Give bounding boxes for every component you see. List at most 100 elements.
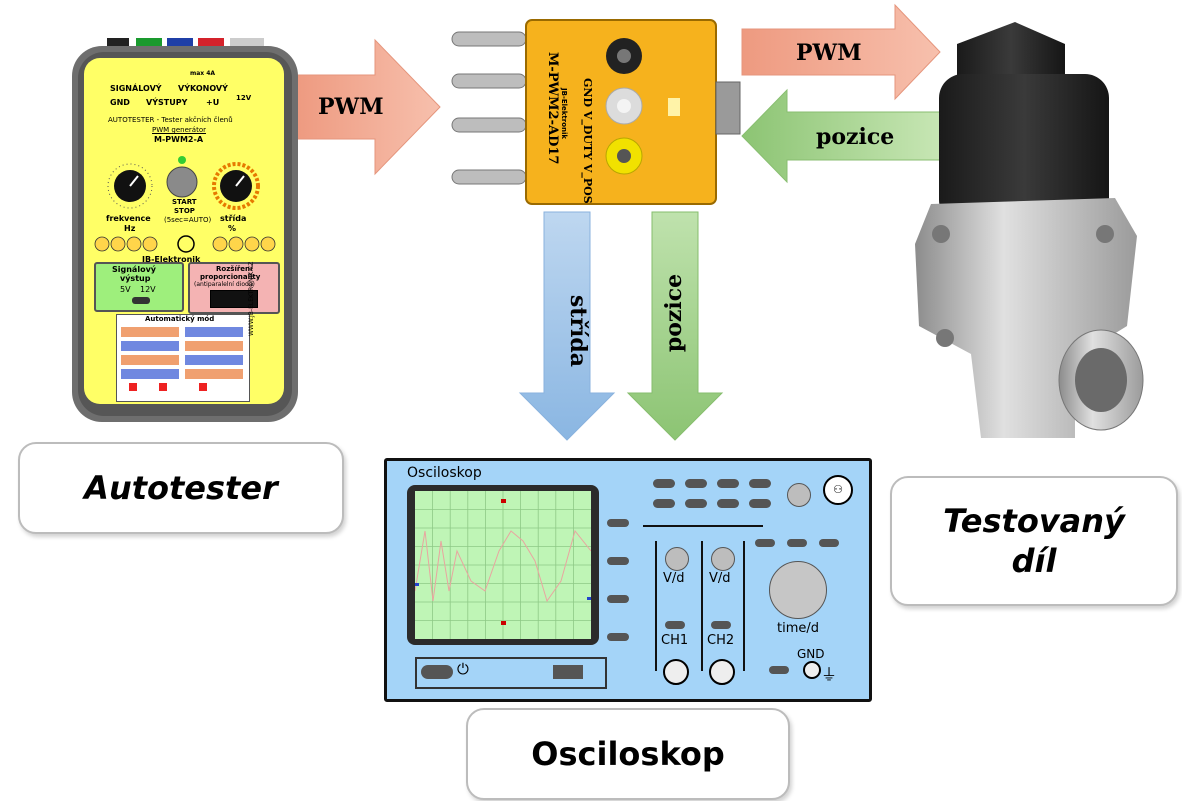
ch1-vd-knob[interactable] xyxy=(665,547,689,571)
tested-part-label-line2: díl xyxy=(1011,542,1057,580)
auto-mode-title: Automatický mód xyxy=(145,315,215,323)
sig-switch[interactable] xyxy=(132,297,150,304)
tester-title: AUTOTESTER - Tester akčních členů xyxy=(108,116,233,124)
strida-label: střída xyxy=(565,294,591,368)
scope-grid-btn[interactable] xyxy=(717,499,739,508)
tester-power-label: VÝKONOVÝ xyxy=(178,84,228,93)
ch2-label: CH2 xyxy=(707,633,735,648)
module-pins-label: GND V_DUTY V_POS xyxy=(581,78,594,204)
pozice-arrow-left xyxy=(741,88,941,184)
gnd-label: GND xyxy=(797,647,825,661)
tester-freq-label: frekvence xyxy=(106,214,151,223)
time-div-label: time/d xyxy=(777,621,820,636)
scope-side-button-4[interactable] xyxy=(607,633,629,641)
ch1-button[interactable] xyxy=(665,621,685,629)
tester-plusu-label: +U xyxy=(206,98,220,107)
ch2-button[interactable] xyxy=(711,621,731,629)
tester-start-label: START xyxy=(172,198,197,206)
strida-arrow-down xyxy=(518,211,616,441)
scope-divider xyxy=(643,525,763,527)
tester-outputs-label: VÝSTUPY xyxy=(146,98,188,107)
ch1-vd-label: V/d xyxy=(663,571,685,586)
scope-button-grid xyxy=(653,479,781,519)
power-icon: ⏻ xyxy=(457,660,469,678)
scope-gnd-button[interactable] xyxy=(769,666,789,674)
tester-web: WWW.JB-ELEKTRONIK.CZ xyxy=(248,261,255,336)
tester-signal-label: SIGNÁLOVÝ xyxy=(110,84,162,93)
power-button[interactable] xyxy=(421,665,453,679)
ch2-vd-knob[interactable] xyxy=(711,547,735,571)
scope-title: Osciloskop xyxy=(407,465,482,481)
scope-screen-frame xyxy=(407,485,599,645)
signal-output-box: Signálový výstup 5V 12V xyxy=(94,262,184,312)
scope-grid-btn[interactable] xyxy=(685,479,707,488)
tested-part-label-box: Testovaný díl xyxy=(890,476,1178,606)
scope-divider xyxy=(743,541,745,671)
oscilloscope-label: Osciloskop xyxy=(531,735,725,773)
pwm-label-left: PWM xyxy=(318,94,384,120)
scope-grid-btn[interactable] xyxy=(653,479,675,488)
scope-btn-r2[interactable] xyxy=(787,539,807,547)
ext-switch[interactable] xyxy=(210,290,258,308)
oscilloscope: Osciloskop ⏻ xyxy=(384,458,872,702)
autotester-label-box: Autotester xyxy=(18,442,344,534)
scope-bottom-panel: ⏻ xyxy=(415,657,607,689)
tester-duty-label: střída xyxy=(220,214,247,223)
sig-5v: 5V xyxy=(120,285,131,294)
ch1-label: CH1 xyxy=(661,633,689,648)
tester-model: M-PWM2-A xyxy=(154,135,204,144)
pwm-module: GND V_DUTY V_POS JB-Elektronik M-PWM2-AD… xyxy=(448,18,742,208)
scope-btn-r1[interactable] xyxy=(755,539,775,547)
scope-menu-button[interactable] xyxy=(553,665,583,679)
scope-side-button-3[interactable] xyxy=(607,595,629,603)
ext-line1: Rozšíření xyxy=(216,265,253,273)
tested-part-label-line1: Testovaný xyxy=(943,502,1125,540)
scope-grid-btn[interactable] xyxy=(749,479,771,488)
tester-pct-label: % xyxy=(228,224,237,233)
autotester-label: Autotester xyxy=(84,469,278,507)
sig-out-line1: Signálový xyxy=(112,265,156,274)
sig-12v: 12V xyxy=(140,285,156,294)
tester-hz-label: Hz xyxy=(124,224,136,233)
module-model: M-PWM2-AD17 xyxy=(545,52,560,165)
tester-knobs xyxy=(107,156,260,210)
tester-max-label: max 4A xyxy=(190,70,216,77)
gnd-connector[interactable] xyxy=(803,661,821,679)
scope-grid-btn[interactable] xyxy=(685,499,707,508)
scope-grid-btn[interactable] xyxy=(717,479,739,488)
extension-box: Rozšíření proporcionality (antiparalelní… xyxy=(188,262,280,314)
sig-out-line2: výstup xyxy=(120,274,151,283)
scope-round-button[interactable] xyxy=(787,483,811,507)
ground-icon: ⏚ xyxy=(821,665,838,684)
scope-divider xyxy=(701,541,703,671)
scope-grid-btn[interactable] xyxy=(749,499,771,508)
module-brand: JB-Elektronik xyxy=(560,88,568,140)
scope-screen xyxy=(415,491,591,639)
tester-icon-row xyxy=(94,235,276,253)
scope-btn-r3[interactable] xyxy=(819,539,839,547)
ext-line3: (antiparalelní dioda) xyxy=(194,281,255,288)
tester-stop-label: STOP xyxy=(174,207,195,215)
egr-valve-image xyxy=(915,22,1144,438)
pwm-arrow-left xyxy=(295,38,441,176)
ch1-bnc-connector[interactable] xyxy=(663,659,689,685)
scope-side-button-1[interactable] xyxy=(607,519,629,527)
tester-brand: JB-Elektronik xyxy=(142,255,201,264)
scope-grid-btn[interactable] xyxy=(653,499,675,508)
jb-logo-icon: ⚇ xyxy=(823,475,853,505)
scope-side-button-2[interactable] xyxy=(607,557,629,565)
ch2-bnc-connector[interactable] xyxy=(709,659,735,685)
ext-line2: proporcionality xyxy=(200,273,261,281)
tester-subtitle: PWM generátor xyxy=(152,126,206,134)
auto-mode-table: Automatický mód xyxy=(116,314,250,402)
autotester-device: SIGNÁLOVÝ VÝKONOVÝ max 4A GND VÝSTUPY +U… xyxy=(70,36,300,424)
scope-divider xyxy=(655,541,657,671)
pozice-label-horizontal: pozice xyxy=(816,124,895,150)
pwm-arrow-right xyxy=(741,3,941,101)
ch2-vd-label: V/d xyxy=(709,571,731,586)
tester-12v-label: 12V xyxy=(236,94,252,102)
time-div-knob[interactable] xyxy=(769,561,827,619)
tester-gnd-label: GND xyxy=(110,98,130,107)
pwm-label-right: PWM xyxy=(796,40,862,66)
